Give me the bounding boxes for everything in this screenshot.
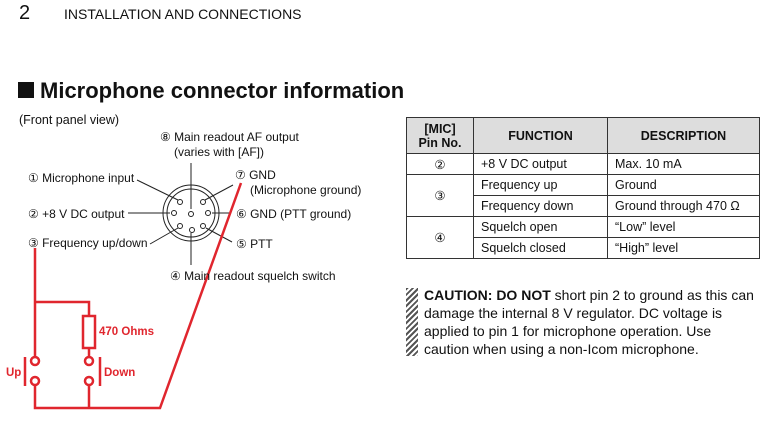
pin7-note: (Microphone ground) — [250, 183, 362, 197]
square-bullet-icon — [18, 82, 34, 98]
page-title: Microphone connector information — [18, 78, 404, 104]
pin-8 — [188, 211, 194, 217]
pin4-label: ④ Main readout squelch switch — [170, 269, 336, 283]
title-text: Microphone connector information — [40, 78, 405, 103]
resistor-label: 470 Ohms — [99, 326, 154, 338]
page-number: 2 — [19, 2, 31, 24]
pin8-note: (varies with [AF]) — [174, 145, 265, 159]
caution-hatch-icon — [406, 288, 418, 356]
down-switch-label: Down — [104, 367, 136, 379]
pin7-label: ⑦ GND — [235, 168, 276, 182]
pin1-label: ① Microphone input — [28, 171, 135, 185]
pin-5 — [200, 223, 206, 229]
view-label: (Front panel view) — [19, 113, 120, 127]
caution-note: CAUTION: DO NOT short pin 2 to ground as… — [406, 286, 758, 358]
up-switch-label: Up — [6, 367, 22, 379]
pin-7 — [200, 199, 206, 205]
caution-label: CAUTION: DO NOT — [424, 287, 551, 303]
pin-3 — [177, 223, 183, 229]
pin2-label: ② +8 V DC output — [28, 207, 125, 221]
pin-6 — [205, 210, 211, 216]
pin6-label: ⑥ GND (PTT ground) — [236, 207, 352, 221]
pin-2 — [171, 210, 177, 216]
red-wiring — [23, 182, 243, 410]
caution-text: short pin 2 to ground as this can damage… — [424, 287, 754, 357]
table-row: Squelch closed“High” level — [407, 237, 760, 259]
pin5-label: ⑤ PTT — [236, 237, 273, 251]
pin-4 — [189, 227, 195, 233]
pin3-label: ③ Frequency up/down — [28, 236, 148, 250]
section-title: INSTALLATION AND CONNECTIONS — [64, 6, 302, 22]
pin8-label: ⑧ Main readout AF output — [160, 130, 299, 144]
pin-1 — [177, 199, 183, 205]
